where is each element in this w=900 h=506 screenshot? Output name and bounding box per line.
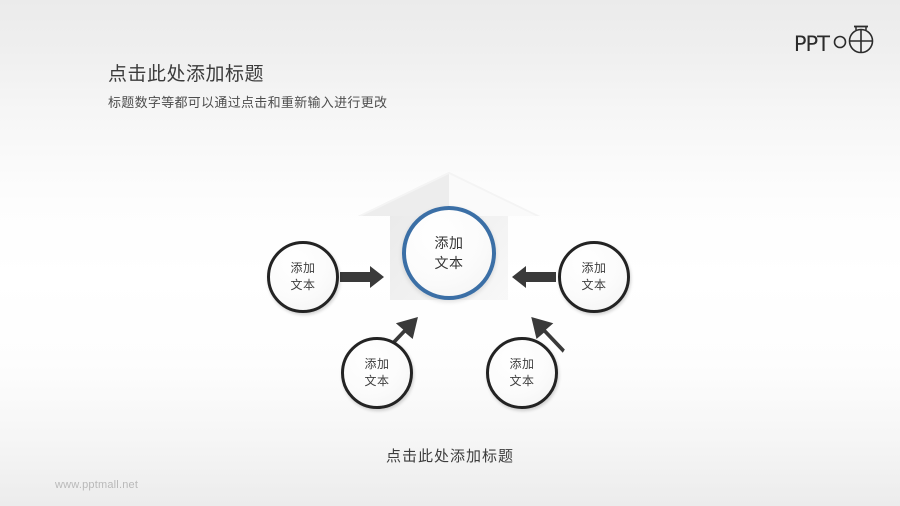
logo-text: PPT xyxy=(793,31,830,56)
node-bottom-right-label: 添加 文本 xyxy=(509,357,535,388)
page-subtitle[interactable]: 标题数字等都可以通过点击和重新输入进行更改 xyxy=(108,95,388,110)
center-node[interactable]: 添加 文本 xyxy=(402,206,496,300)
arrow-up-left-icon xyxy=(531,317,565,353)
slide-header: 点击此处添加标题 标题数字等都可以通过点击和重新输入进行更改 xyxy=(108,62,708,112)
node-bottom-right[interactable]: 添加 文本 xyxy=(486,337,558,409)
node-right[interactable]: 添加 文本 xyxy=(558,241,630,313)
diagram-caption[interactable]: 点击此处添加标题 xyxy=(385,448,514,465)
node-bottom-left-label: 添加 文本 xyxy=(364,357,390,388)
node-bottom-left[interactable]: 添加 文本 xyxy=(341,337,413,409)
node-right-label: 添加 文本 xyxy=(581,261,607,292)
pptmall-target-icon xyxy=(832,23,882,60)
footer-watermark: www.pptmall.net xyxy=(55,479,139,491)
arrow-right-icon xyxy=(340,266,384,288)
page-title[interactable]: 点击此处添加标题 xyxy=(108,64,265,85)
brand-logo: PPT xyxy=(794,24,882,58)
center-node-label: 添加 文本 xyxy=(434,235,464,271)
node-left-label: 添加 文本 xyxy=(290,261,316,292)
arrow-left-icon xyxy=(512,266,556,288)
node-left[interactable]: 添加 文本 xyxy=(267,241,339,313)
